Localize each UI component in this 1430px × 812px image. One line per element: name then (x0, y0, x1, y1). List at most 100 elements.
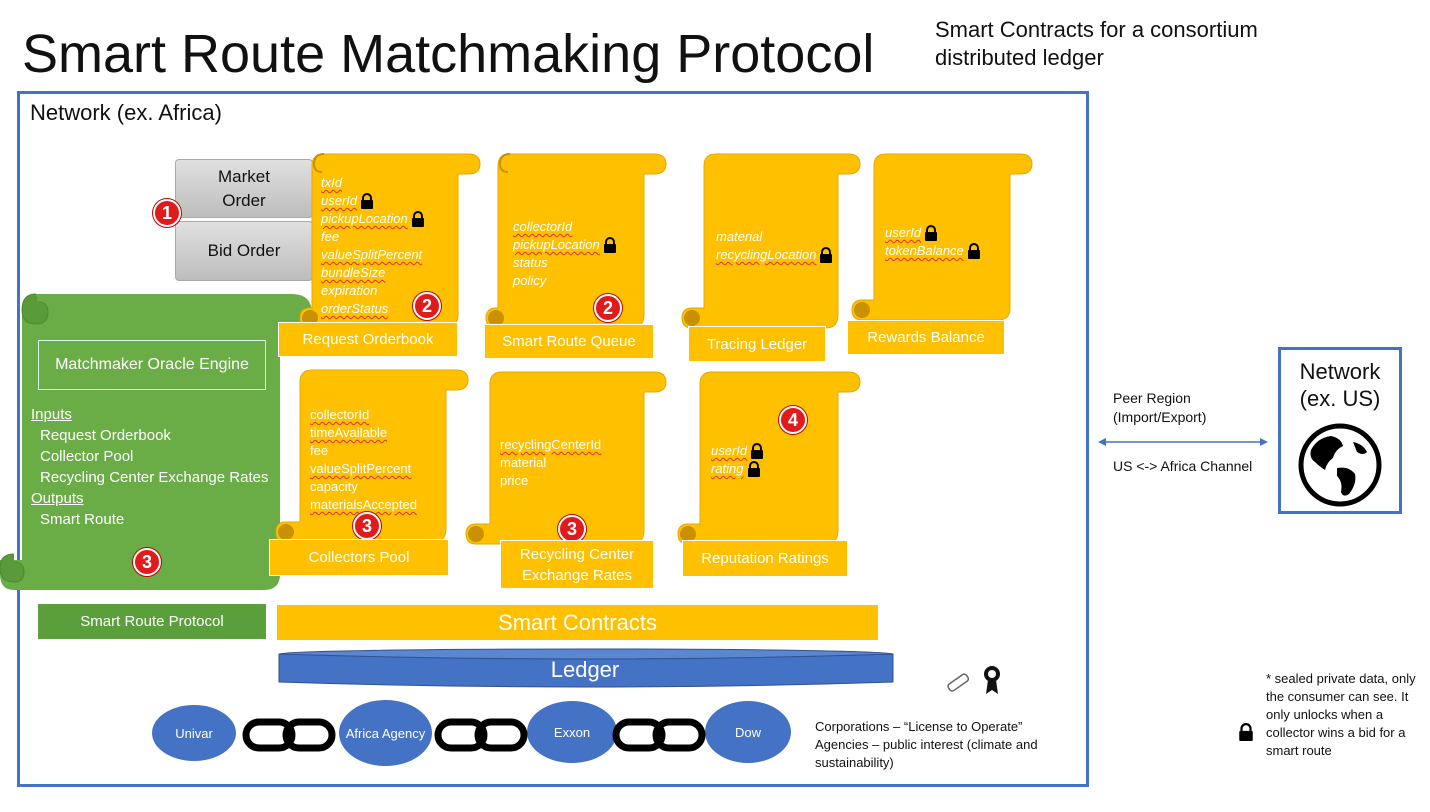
bid-order-label: Bid Order (207, 241, 281, 260)
market-order-button[interactable]: Market Order (175, 159, 313, 218)
step-badge-3-collectors: 3 (353, 512, 381, 540)
chain-icon (242, 718, 336, 752)
market-order-label: Market Order (218, 166, 270, 210)
collectors-pool-fields: collectorId timeAvailable fee valueSplit… (310, 406, 417, 514)
field-txid: txId (321, 175, 342, 190)
field-valuesplitpercent: valueSplitPercent (310, 461, 412, 476)
rewards-balance-fields: userId tokenBalance (885, 224, 981, 260)
field-capacity: capacity (310, 479, 358, 494)
tracing-ledger-scroll (681, 153, 861, 329)
smart-contracts-bar: Smart Contracts (277, 605, 878, 640)
outputs-heading: Outputs (31, 490, 84, 507)
field-userid: userId (711, 442, 764, 460)
sealed-data-note: * sealed private data, only the consumer… (1266, 671, 1416, 758)
rewards-balance-label: Rewards Balance (847, 320, 1005, 355)
field-material: material (716, 229, 763, 244)
field-price: price (500, 473, 529, 488)
output-smart-route: Smart Route (40, 511, 125, 528)
field-pickuplocation: pickupLocation (321, 210, 425, 228)
matchmaker-engine-box: Matchmaker Oracle Engine (38, 340, 266, 390)
field-expiration: expiration (321, 283, 378, 298)
request-orderbook-fields: txId userId pickupLocation fee valueSpli… (321, 174, 425, 318)
field-collectorid: collectorId (310, 407, 370, 422)
field-material: material (500, 455, 547, 470)
lock-icon (747, 461, 760, 477)
reputation-fields: userId rating (711, 442, 764, 478)
input-recycling-rates: Recycling Center Exchange Rates (40, 469, 269, 486)
tracing-ledger-fields: material recyclingLocation (716, 228, 833, 264)
smart-route-queue-scroll (485, 153, 667, 329)
smart-route-protocol-box: Smart Route Protocol (38, 604, 266, 639)
field-bundlesize: bundleSize (321, 265, 386, 280)
smart-route-queue-fields: collectorId pickupLocation status policy (513, 218, 617, 290)
matchmaker-io: Inputs Request Orderbook Collector Pool … (31, 404, 268, 530)
field-policy: policy (513, 273, 547, 288)
network-africa-label: Network (ex. Africa) (30, 100, 222, 125)
entity-africa-agency: Africa Agency (339, 700, 432, 766)
lock-icon (603, 237, 616, 253)
network-us-box: Network (ex. US) (1278, 347, 1402, 514)
input-request-orderbook: Request Orderbook (40, 427, 171, 444)
ledger-cylinder (278, 648, 894, 688)
entity-exxon: Exxon (527, 701, 617, 763)
recycling-rates-label: Recycling Center Exchange Rates (500, 540, 654, 589)
field-timeavailable: timeAvailable (310, 425, 388, 440)
input-collector-pool: Collector Pool (40, 448, 134, 465)
globe-icon (1298, 423, 1382, 507)
step-badge-3-rates: 3 (558, 515, 586, 543)
chain-icon (434, 718, 528, 752)
peer-region-label: Peer Region (Import/Export) (1113, 390, 1207, 425)
network-us-label: Network (ex. US) (1299, 359, 1381, 411)
entity-univar: Univar (152, 705, 236, 761)
step-badge-3-matchmaker: 3 (133, 548, 161, 576)
entity-dow: Dow (705, 701, 791, 763)
reputation-scroll (677, 371, 861, 545)
field-userid: userId (321, 192, 425, 210)
ribbon-icon (984, 666, 1000, 694)
collectors-pool-label: Collectors Pool (269, 539, 449, 576)
collectors-pool-scroll (275, 369, 469, 543)
reputation-label: Reputation Ratings (682, 540, 848, 577)
field-recyclingcenterid: recyclingCenterId (500, 437, 602, 452)
field-rating: rating (711, 460, 764, 478)
tracing-ledger-label: Tracing Ledger (688, 326, 826, 362)
page-title: Smart Route Matchmaking Protocol (22, 24, 875, 84)
field-collectorid: collectorId (513, 219, 573, 234)
diploma-icon (947, 673, 970, 692)
lock-icon (361, 193, 374, 209)
recycling-rates-scroll (465, 371, 667, 545)
lock-icon (925, 225, 938, 241)
lock-icon (751, 443, 764, 459)
lock-icon (820, 247, 833, 263)
field-materialsaccepted: materialsAccepted (310, 497, 417, 512)
field-orderstatus: orderStatus (321, 301, 389, 316)
step-badge-4: 4 (779, 406, 807, 434)
peer-arrow (1098, 438, 1268, 446)
step-badge-1: 1 (153, 199, 181, 227)
lock-icon (967, 243, 980, 259)
lock-icon (1239, 723, 1253, 741)
field-userid: userId (885, 224, 981, 242)
smart-route-queue-label: Smart Route Queue (484, 324, 654, 359)
chain-icon (612, 718, 706, 752)
network-africa-box (17, 91, 1089, 787)
corporations-note: Corporations – “License to Operate” Agen… (815, 719, 1038, 770)
field-fee: fee (321, 229, 340, 244)
field-fee: fee (310, 443, 329, 458)
recycling-rates-fields: recyclingCenterId material price (500, 436, 601, 490)
field-recyclinglocation: recyclingLocation (716, 246, 833, 264)
step-badge-2-queue: 2 (594, 294, 622, 322)
lock-icon (411, 211, 424, 227)
bid-order-button[interactable]: Bid Order (175, 221, 313, 281)
ledger-label: Ledger (550, 657, 620, 682)
field-tokenbalance: tokenBalance (885, 242, 981, 260)
inputs-heading: Inputs (31, 406, 72, 423)
step-badge-2-orderbook: 2 (413, 292, 441, 320)
request-orderbook-label: Request Orderbook (278, 322, 458, 357)
channel-label: US <-> Africa Channel (1113, 458, 1253, 474)
page-subtitle: Smart Contracts for a consortium distrib… (935, 17, 1258, 70)
field-status: status (513, 255, 548, 270)
matchmaker-scroll-shape (0, 293, 312, 590)
field-pickuplocation: pickupLocation (513, 236, 617, 254)
field-valuesplitpercent: valueSplitPercent (321, 247, 423, 262)
